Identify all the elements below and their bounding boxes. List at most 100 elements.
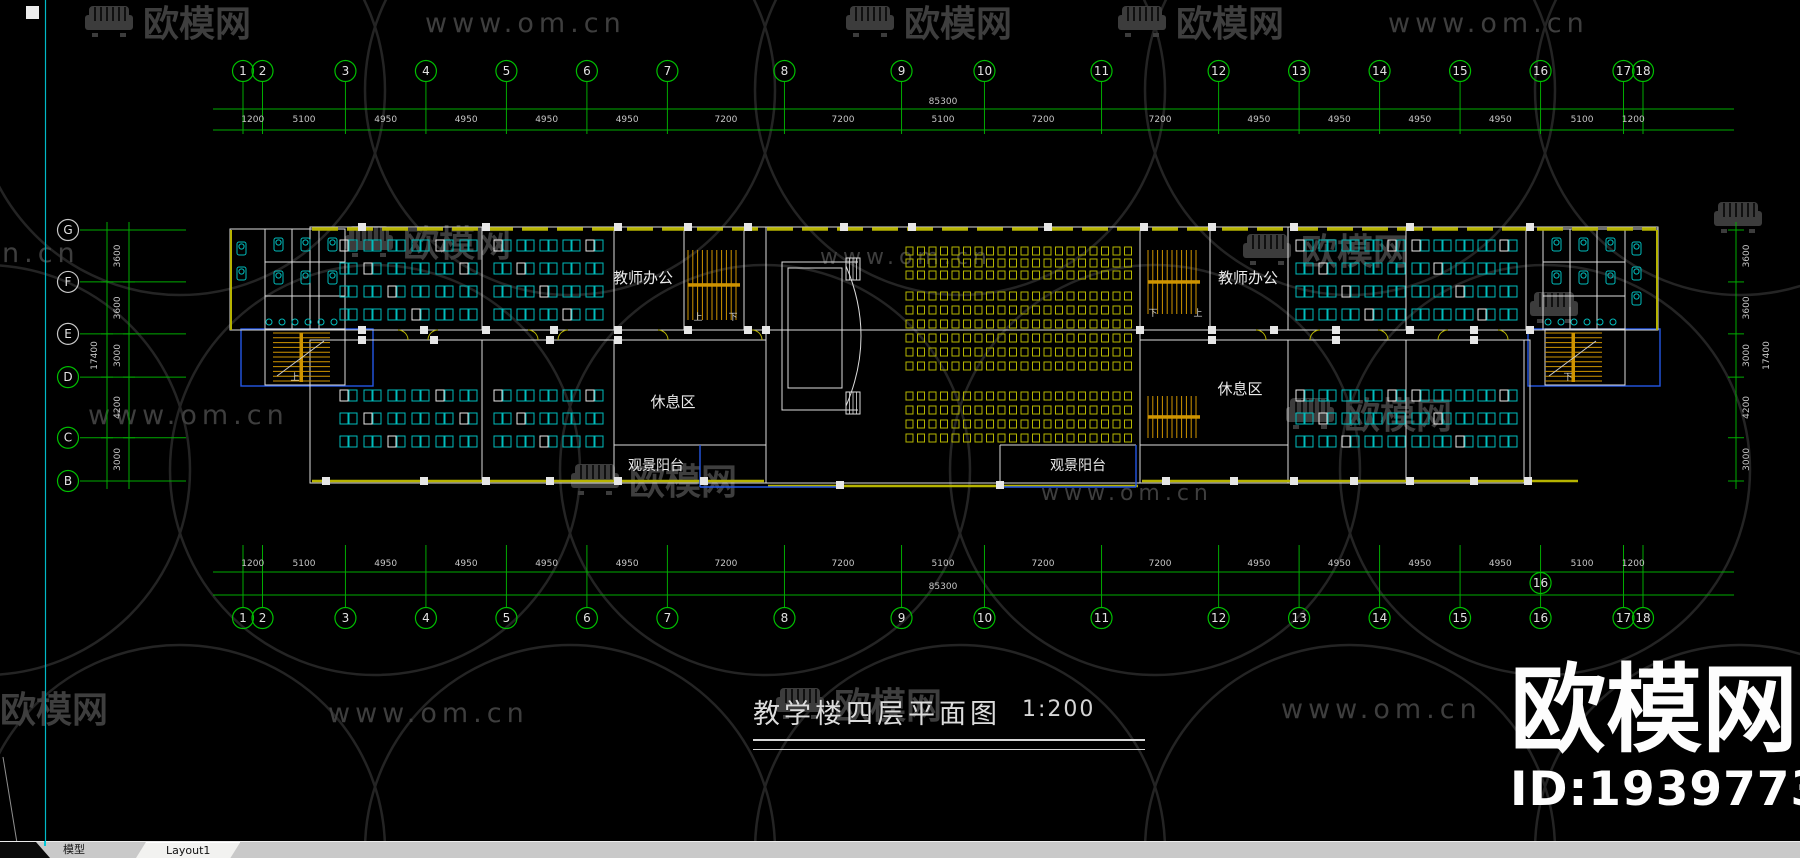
svg-text:下: 下 bbox=[728, 313, 737, 323]
svg-text:5100: 5100 bbox=[1571, 559, 1594, 569]
axis-bubble: G bbox=[56, 218, 80, 242]
ucs-marker-square bbox=[26, 6, 39, 19]
svg-text:5100: 5100 bbox=[932, 559, 955, 569]
svg-text:8: 8 bbox=[781, 64, 789, 78]
axis-bubble: 5 bbox=[495, 59, 518, 83]
svg-text:上: 上 bbox=[1193, 308, 1202, 319]
svg-text:2: 2 bbox=[259, 611, 267, 625]
svg-text:www.om.cn: www.om.cn bbox=[1388, 8, 1589, 39]
svg-text:3600: 3600 bbox=[1742, 244, 1752, 267]
svg-text:7: 7 bbox=[664, 611, 672, 625]
axis-bubble: 7 bbox=[656, 59, 679, 83]
svg-text:85300: 85300 bbox=[929, 97, 958, 107]
axis-bubble: 14 bbox=[1368, 59, 1391, 83]
sofa-icon bbox=[1118, 5, 1167, 38]
svg-text:4950: 4950 bbox=[1408, 559, 1431, 569]
room-label: 教师办公 bbox=[613, 269, 673, 287]
tab-model[interactable]: 模型 bbox=[63, 843, 85, 856]
room-label: 休息区 bbox=[1217, 380, 1262, 398]
toilet-fixture-icon bbox=[300, 270, 311, 285]
svg-text:3: 3 bbox=[342, 64, 350, 78]
stair bbox=[273, 332, 330, 382]
stair bbox=[1545, 332, 1602, 382]
svg-text:4950: 4950 bbox=[455, 115, 478, 125]
svg-text:5100: 5100 bbox=[932, 115, 955, 125]
svg-text:17: 17 bbox=[1616, 611, 1631, 625]
svg-text:9: 9 bbox=[898, 611, 906, 625]
axis-bubble: 4 bbox=[414, 606, 438, 630]
axis-bubble: 10 bbox=[973, 606, 996, 630]
svg-text:5100: 5100 bbox=[293, 115, 316, 125]
svg-text:欧模网: 欧模网 bbox=[1344, 396, 1452, 437]
axis-bubble: 15 bbox=[1448, 59, 1472, 83]
axis-bubble: 8 bbox=[773, 606, 796, 630]
sofa-icon bbox=[1714, 201, 1763, 234]
svg-text:4950: 4950 bbox=[1489, 559, 1512, 569]
axis-bubble: 14 bbox=[1368, 606, 1391, 630]
axis-bubble: D bbox=[56, 366, 80, 389]
toilet-fixture-icon bbox=[300, 237, 311, 252]
axis-bubble: C bbox=[56, 426, 80, 449]
svg-text:9: 9 bbox=[898, 64, 906, 78]
toilet-fixture-icon bbox=[327, 270, 338, 285]
toilet-fixture-icon bbox=[1578, 270, 1589, 285]
svg-text:欧模网: 欧模网 bbox=[1176, 4, 1284, 45]
svg-text:4950: 4950 bbox=[1328, 559, 1351, 569]
svg-text:14: 14 bbox=[1372, 611, 1387, 625]
cyan-tick bbox=[44, 841, 46, 846]
svg-text:4950: 4950 bbox=[1408, 115, 1431, 125]
svg-text:3600: 3600 bbox=[113, 244, 123, 267]
svg-text:E: E bbox=[64, 327, 72, 341]
svg-text:4200: 4200 bbox=[113, 396, 123, 419]
svg-text:4950: 4950 bbox=[1328, 115, 1351, 125]
svg-text:3000: 3000 bbox=[1742, 344, 1752, 367]
axis-bubble: 10 bbox=[973, 59, 996, 83]
axis-bubble: 15 bbox=[1448, 606, 1472, 630]
axis-bubble: 2 bbox=[251, 59, 274, 83]
stair bbox=[687, 250, 740, 320]
svg-text:17400: 17400 bbox=[90, 341, 100, 370]
axis-bubble: 17 bbox=[1612, 606, 1635, 630]
svg-text:C: C bbox=[64, 431, 72, 445]
axis-bubble: 7 bbox=[656, 606, 679, 630]
svg-text:F: F bbox=[65, 275, 72, 289]
svg-text:4200: 4200 bbox=[1742, 396, 1752, 419]
svg-text:5: 5 bbox=[503, 64, 511, 78]
svg-text:4950: 4950 bbox=[455, 559, 478, 569]
toilet-fixture-icon bbox=[273, 237, 284, 252]
toilet-fixture-icon bbox=[1631, 266, 1642, 281]
tab-layout1[interactable]: Layout1 bbox=[136, 842, 240, 858]
svg-text:7200: 7200 bbox=[714, 559, 737, 569]
svg-text:4950: 4950 bbox=[616, 559, 639, 569]
svg-text:16: 16 bbox=[1533, 611, 1548, 625]
axis-bubble: 9 bbox=[890, 59, 913, 83]
svg-text:3600: 3600 bbox=[113, 296, 123, 319]
svg-text:2: 2 bbox=[259, 64, 267, 78]
toilet-fixture-icon bbox=[273, 270, 284, 285]
svg-text:3: 3 bbox=[342, 611, 350, 625]
svg-text:n.cn: n.cn bbox=[2, 238, 80, 269]
svg-text:4950: 4950 bbox=[1489, 115, 1512, 125]
axis-bubble: 11 bbox=[1090, 606, 1113, 630]
svg-text:3000: 3000 bbox=[113, 448, 123, 471]
axis-bubble: B bbox=[56, 469, 80, 493]
tabbar-corner-wedge bbox=[0, 842, 50, 858]
svg-text:www.om.cn: www.om.cn bbox=[328, 698, 529, 729]
stray-line bbox=[2, 756, 18, 844]
axis-bubble: 11 bbox=[1090, 59, 1113, 83]
axis-bubble: 2 bbox=[251, 606, 274, 630]
toilet-fixture-icon bbox=[327, 237, 338, 252]
svg-text:12: 12 bbox=[1211, 64, 1226, 78]
svg-text:5100: 5100 bbox=[293, 559, 316, 569]
title-underline bbox=[753, 739, 1145, 741]
toilet-fixture-icon bbox=[1631, 241, 1642, 256]
toilet-fixture-icon bbox=[1578, 237, 1589, 252]
svg-text:3600: 3600 bbox=[1742, 296, 1752, 319]
auditorium-seats bbox=[905, 246, 1132, 443]
svg-text:4: 4 bbox=[422, 611, 430, 625]
axis-bubble: 13 bbox=[1287, 59, 1311, 83]
svg-text:10: 10 bbox=[977, 611, 992, 625]
axis-bubble: 1 bbox=[231, 59, 255, 83]
svg-text:7200: 7200 bbox=[1032, 115, 1055, 125]
svg-text:8: 8 bbox=[781, 611, 789, 625]
